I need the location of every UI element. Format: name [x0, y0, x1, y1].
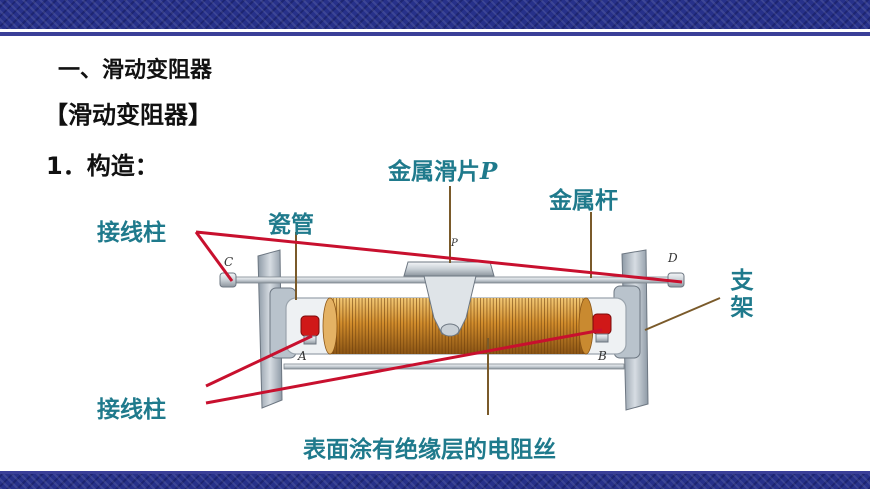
letter-b: B	[597, 349, 607, 363]
pointer-terminal-b	[205, 328, 603, 405]
base-rod	[283, 363, 625, 370]
pointer-terminal-c	[194, 231, 234, 282]
terminal-c	[219, 272, 237, 288]
label-slider-p: P	[480, 158, 498, 185]
letter-a: A	[297, 349, 307, 363]
letter-p: P	[450, 238, 458, 249]
item-heading: 1．构造：	[46, 152, 159, 180]
label-terminal-top: 接线柱	[97, 220, 166, 246]
label-metal-rod: 金属杆	[549, 188, 618, 214]
label-resistance-wire: 表面涂有绝缘层的电阻丝	[303, 437, 556, 463]
pointer-terminal-a	[205, 334, 313, 388]
leader-support	[644, 297, 721, 331]
top-border-band	[0, 0, 870, 29]
label-metal-slider-text: 金属滑片	[388, 159, 480, 185]
bottom-border-line	[0, 471, 870, 474]
metal-slider	[403, 261, 495, 337]
letter-d: D	[667, 251, 678, 265]
top-border-line	[0, 32, 870, 36]
coil-left-end	[322, 297, 338, 355]
label-terminal-bottom: 接线柱	[97, 397, 166, 423]
label-metal-slider: 金属滑片P	[388, 152, 497, 186]
pointer-terminal-d	[195, 230, 683, 284]
subtitle: 【滑动变阻器】	[44, 101, 212, 129]
section-title: 一、滑动变阻器	[58, 58, 213, 83]
label-porcelain-tube: 瓷管	[268, 212, 314, 238]
terminal-b	[592, 313, 612, 343]
coil-right-end	[578, 297, 594, 355]
bottom-border-band	[0, 474, 870, 489]
letter-c: C	[224, 255, 233, 269]
label-support: 支架	[726, 268, 752, 322]
